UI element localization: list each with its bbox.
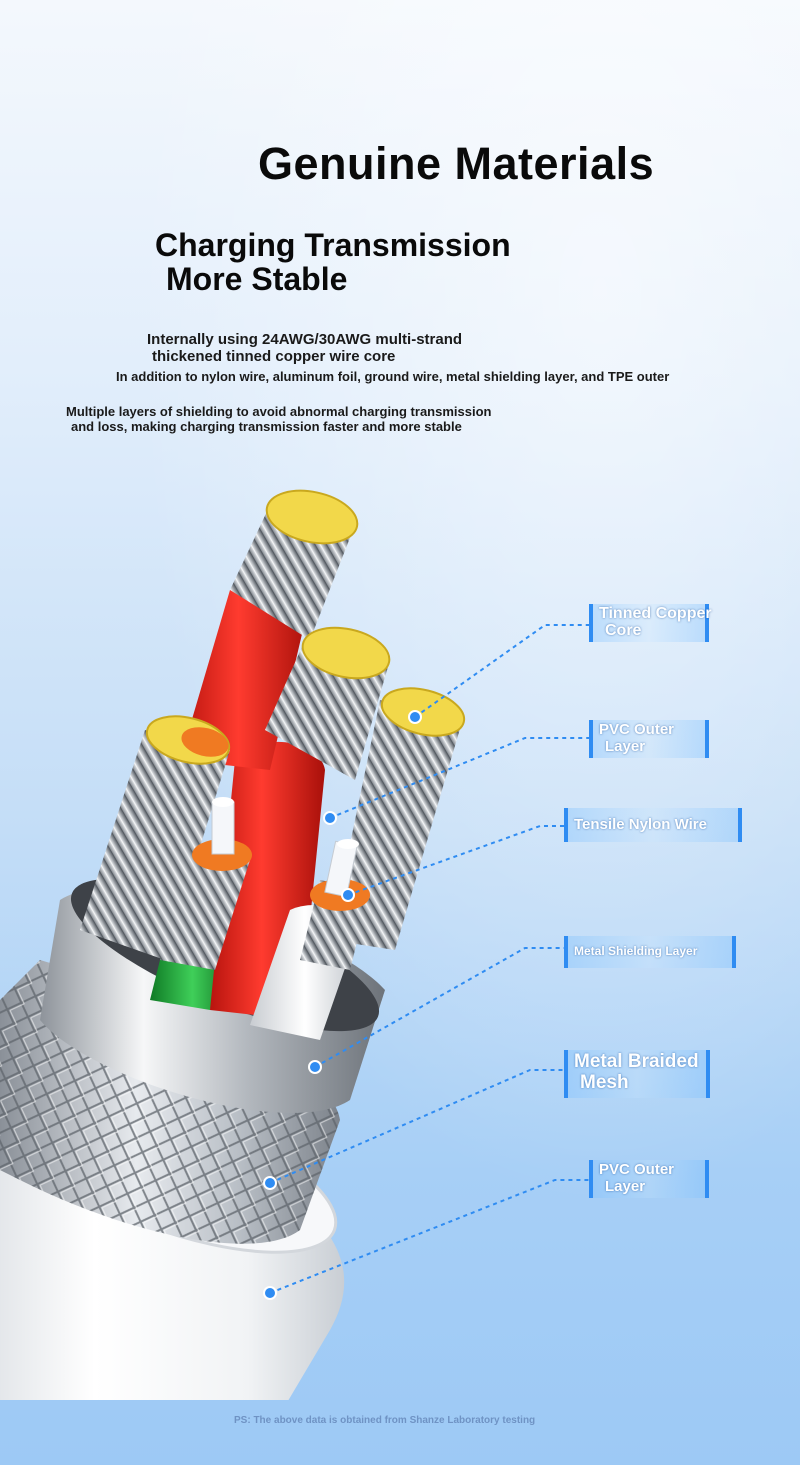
cable-cross-section-illustration: [0, 489, 589, 1400]
page-title: Genuine Materials: [258, 138, 655, 189]
label-pvc-outer-layer-inner: PVC Outer Layer: [589, 720, 709, 758]
description-layers: In addition to nylon wire, aluminum foil…: [116, 369, 670, 384]
subtitle-line-2: More Stable: [166, 261, 348, 297]
page-subtitle: Charging Transmission More Stable: [155, 228, 511, 296]
label-tensile-nylon-wire: Tensile Nylon Wire: [564, 808, 742, 842]
label-metal-braided-mesh: Metal Braided Mesh: [564, 1050, 710, 1098]
description-line-1: Internally using 24AWG/30AWG multi-stran…: [147, 331, 463, 348]
subtitle-line-1: Charging Transmission: [155, 227, 511, 263]
description-shielding: Multiple layers of shielding to avoid ab…: [66, 404, 491, 434]
footnote: PS: The above data is obtained from Shan…: [234, 1415, 536, 1426]
copper-core-1: [145, 489, 466, 765]
description-line-5: and loss, making charging transmission f…: [71, 419, 462, 434]
description-line-2: thickened tinned copper wire core: [152, 348, 396, 365]
description-line-4: Multiple layers of shielding to avoid ab…: [66, 404, 492, 419]
label-metal-shielding-layer: Metal Shielding Layer: [564, 936, 736, 968]
label-pvc-outer-layer: PVC Outer Layer: [589, 1160, 709, 1198]
description-wire-core: Internally using 24AWG/30AWG multi-stran…: [147, 331, 462, 365]
label-tinned-copper-core: Tinned Copper Core: [589, 604, 712, 642]
